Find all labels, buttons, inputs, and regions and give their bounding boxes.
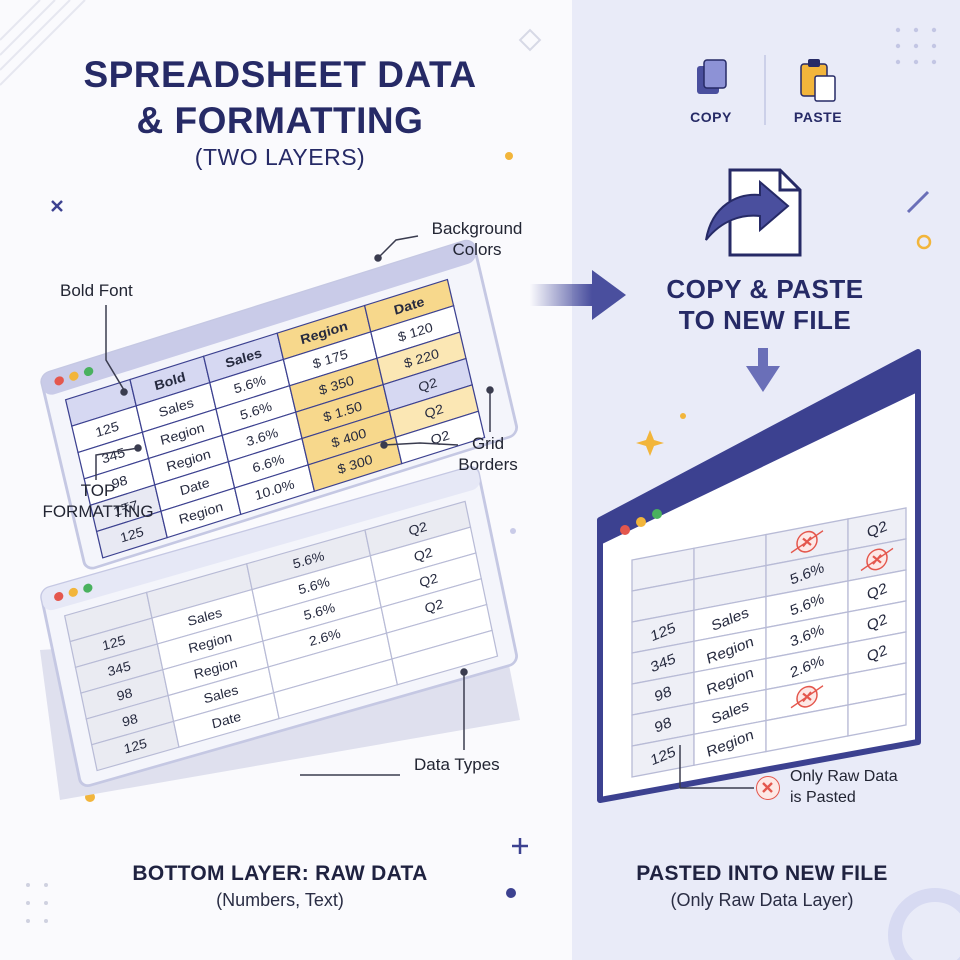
dot-deco	[680, 413, 686, 419]
dot-grid-deco	[26, 883, 48, 923]
pasted-sheet-cell-text: Q2	[866, 611, 889, 635]
pasted-sheet-cell	[847, 693, 907, 737]
plus-deco	[512, 838, 528, 854]
top-sheet-cell-text: Q2	[429, 428, 451, 448]
document-arrow-icon	[705, 168, 802, 257]
pasted-sheet-cell-text: Q2	[866, 518, 889, 542]
title-line-2: TO NEW FILE	[678, 305, 852, 335]
diamond-deco	[518, 28, 542, 52]
bottom-sheet-cell-text: 345	[106, 658, 132, 679]
slash-deco	[906, 190, 930, 214]
error-x-icon	[756, 776, 780, 800]
bottom-layer-subtitle: (Numbers, Text)	[216, 890, 344, 910]
arrow-right-icon	[530, 270, 626, 320]
top-sheet-cell-text: 125	[119, 524, 146, 545]
bottom-sheet-cell-text: Q2	[407, 519, 428, 538]
bottom-sheet-cell	[391, 629, 499, 686]
dot-deco	[505, 152, 513, 160]
copy-icon	[697, 59, 727, 94]
bottom-layer-title: BOTTOM LAYER: RAW DATA	[132, 862, 428, 885]
x-deco	[51, 200, 63, 212]
bottom-sheet-cell-text: 98	[116, 685, 135, 704]
error-x-icon	[860, 547, 894, 572]
callout-leaders	[95, 235, 494, 776]
pasted-sheet-cell-text: 98	[653, 714, 673, 736]
page-subtitle: (TWO LAYERS)	[194, 144, 366, 170]
dot-deco	[506, 888, 516, 898]
bottom-sheet-cell-text: 125	[101, 633, 127, 654]
raw-data-note: Only Raw Data is Pasted	[790, 766, 898, 808]
bottom-layer-sheet: 5.6%Q2125Sales5.6%Q2345Region5.6%Q298Reg…	[40, 466, 520, 800]
copy-label: COPY	[690, 109, 732, 125]
paste-label: PASTE	[793, 109, 843, 125]
pasted-sheet-cell-text: Q2	[866, 580, 889, 604]
bottom-sheet-cell-text: Q2	[418, 571, 439, 590]
dot-grid-deco	[895, 27, 937, 65]
sparkle-deco	[636, 430, 664, 456]
top-sheet-cell	[394, 410, 486, 465]
callout-line: Background	[431, 219, 523, 238]
copy-paste-title: COPY & PASTE TO NEW FILE	[620, 274, 910, 336]
arrow-down-icon	[746, 348, 780, 392]
top-sheet-cell-text: 98	[110, 473, 129, 492]
title-line-1: COPY & PASTE	[666, 274, 864, 304]
dot-deco	[510, 528, 516, 534]
error-x-icon	[790, 685, 824, 709]
title-line-1: SPREADSHEET DATA	[83, 54, 477, 95]
callout-background-colors: Background Colors	[418, 218, 536, 260]
pasted-title: PASTED INTO NEW FILE	[636, 862, 888, 885]
bottom-sheet-cell-text: 98	[121, 711, 140, 730]
paste-icon	[800, 59, 836, 102]
page-title: SPREADSHEET DATA & FORMATTING	[40, 52, 520, 144]
pasted-subtitle: (Only Raw Data Layer)	[670, 890, 854, 910]
corner-stripes	[0, 0, 86, 86]
callout-line: Colors	[452, 240, 502, 259]
title-line-2: & FORMATTING	[136, 100, 424, 141]
callout-line: Borders	[458, 455, 518, 474]
ring-deco	[888, 888, 960, 960]
error-x-icon	[790, 530, 824, 554]
top-sheet-cell-text: 125	[94, 419, 121, 440]
note-line: Only Raw Data	[790, 768, 898, 785]
top-sheet-cell-text: Q2	[417, 375, 439, 395]
ring-deco	[916, 234, 932, 250]
bottom-sheet-cell-text: Q2	[423, 597, 444, 616]
callout-top-formatting: TOP FORMATTING	[36, 480, 160, 522]
pasted-sheet: Q25.6%Q2125Sales5.6%Q2345Region3.6%Q298R…	[597, 349, 921, 803]
callout-grid-borders: Grid Borders	[448, 433, 528, 475]
callout-bold-font: Bold Font	[60, 281, 133, 300]
pasted-sheet-cell-text: 98	[653, 683, 673, 705]
callout-line: FORMATTING	[42, 502, 154, 521]
note-line: is Pasted	[790, 789, 856, 806]
callout-line: TOP	[80, 481, 116, 500]
top-sheet-cell-text: Q2	[423, 402, 445, 422]
bottom-sheet-cell-text: 125	[123, 736, 149, 757]
pasted-sheet-cell-text: Q2	[866, 642, 889, 666]
callout-line: Grid	[471, 434, 505, 453]
bottom-sheet-cell-text: Q2	[413, 545, 434, 564]
callout-data-types: Data Types	[414, 755, 500, 774]
